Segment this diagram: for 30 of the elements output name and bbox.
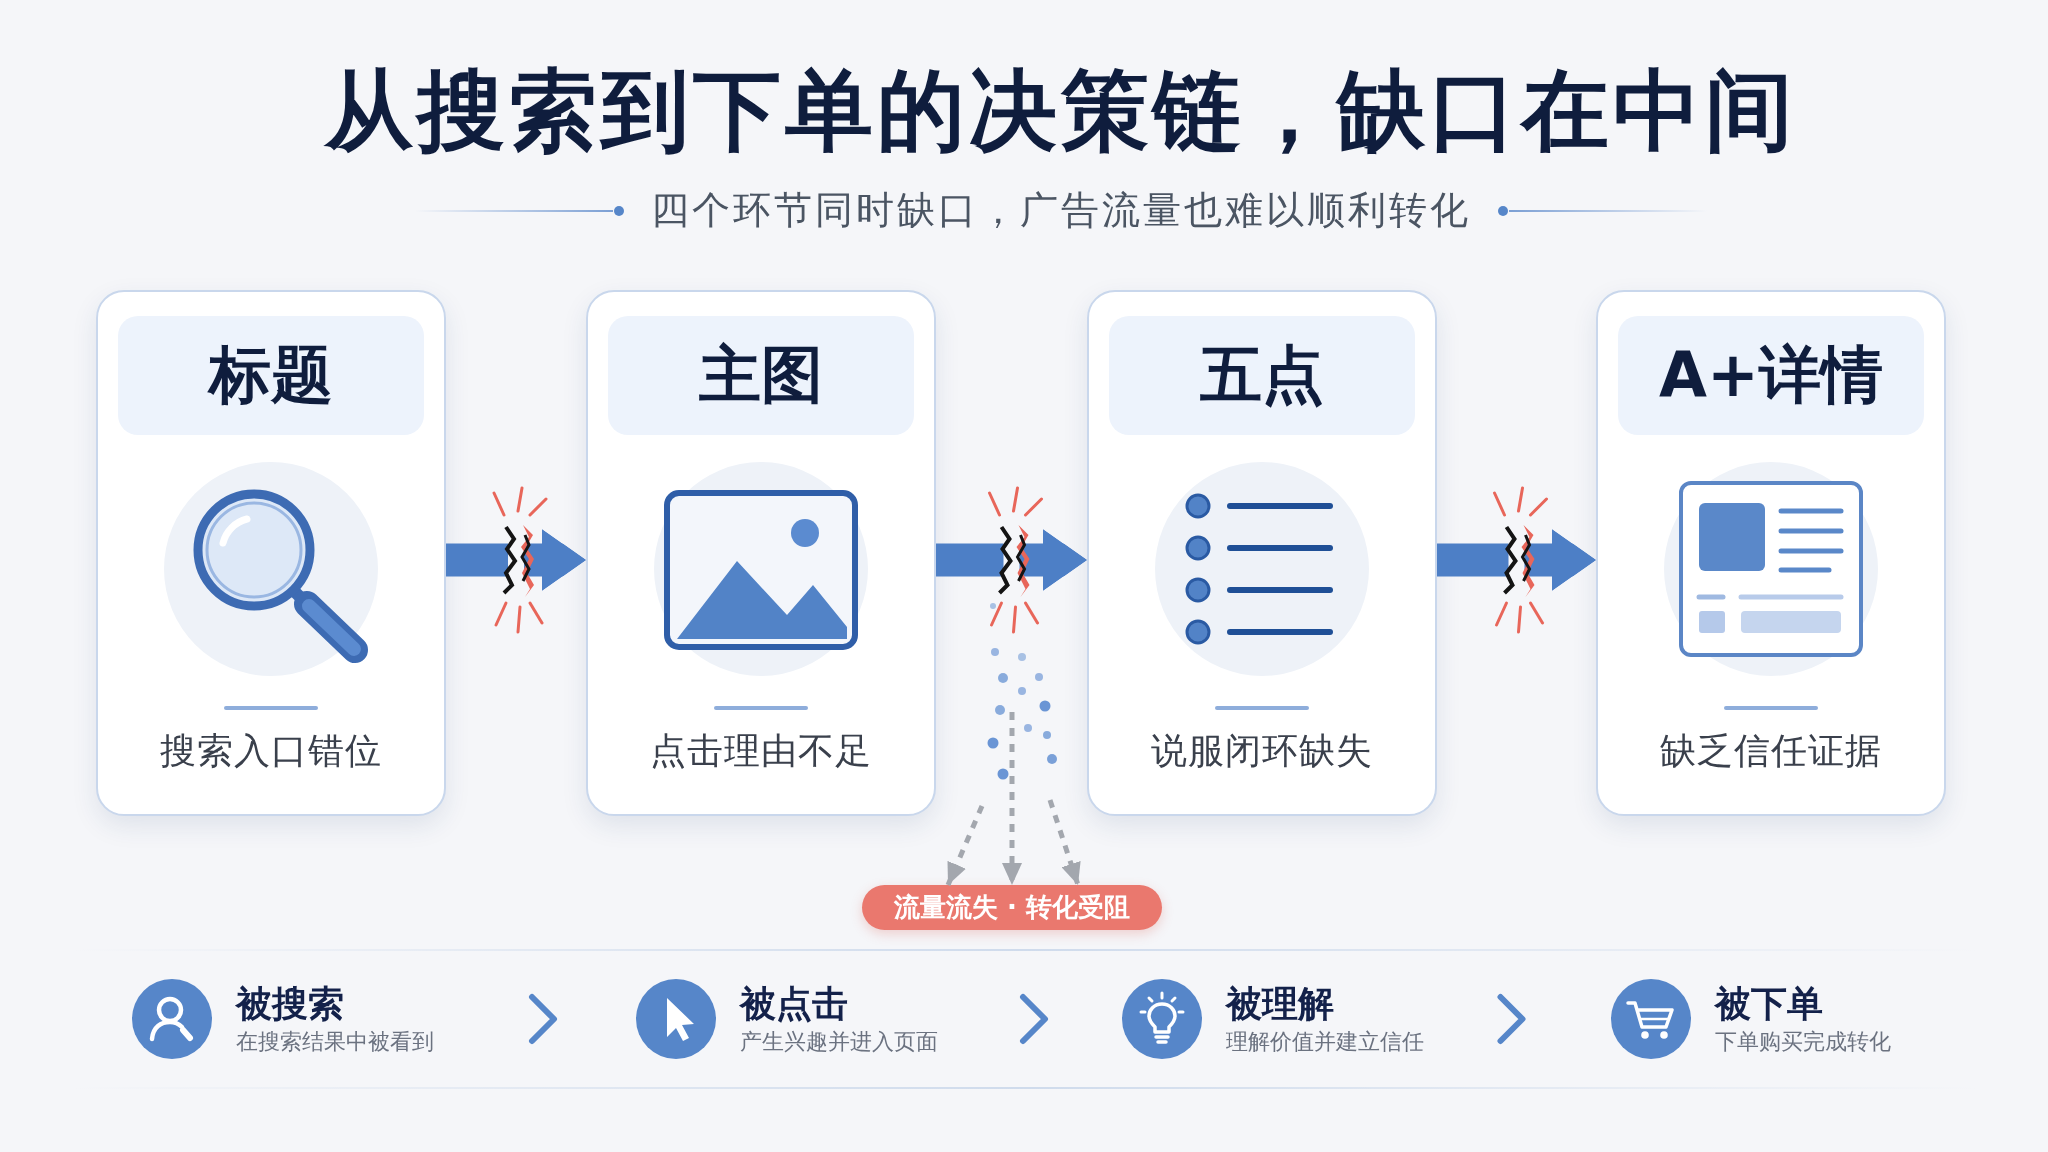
broken-arrow — [446, 529, 586, 591]
card-title: 标题 — [209, 338, 333, 413]
step-title: 被点击 — [740, 981, 849, 1025]
card-title: 五点 — [1200, 338, 1324, 413]
dashed-arrow — [1002, 712, 1022, 885]
step-title: 被理解 — [1226, 981, 1335, 1025]
step-title: 被搜索 — [236, 981, 345, 1025]
step-description: 下单购买完成转化 — [1715, 1027, 1891, 1056]
dashed-arrow — [1047, 799, 1081, 886]
problem-text: 点击理由不足 — [650, 729, 872, 773]
problem-text: 说服闭环缺失 — [1151, 729, 1373, 773]
card — [1087, 290, 1437, 816]
problem-text: 缺乏信任证据 — [1660, 729, 1882, 773]
warning-text: 流量流失 · 转化受阻 — [894, 891, 1130, 924]
problem-text: 搜索入口错位 — [160, 729, 382, 773]
step-description: 在搜索结果中被看到 — [236, 1027, 434, 1056]
broken-arrow — [1437, 529, 1596, 591]
card — [96, 290, 446, 816]
step-title: 被下单 — [1715, 981, 1824, 1025]
warning-pill — [862, 885, 1162, 930]
step-description: 理解价值并建立信任 — [1226, 1027, 1424, 1056]
subtitle: 四个环节同时缺口，广告流量也难以顺利转化 — [651, 187, 1471, 234]
step-description: 产生兴趣并进入页面 — [740, 1027, 938, 1056]
card-title: A+详情 — [1659, 338, 1883, 413]
broken-arrow — [936, 529, 1087, 591]
card-title: 主图 — [699, 338, 823, 413]
card — [586, 290, 936, 816]
card — [1596, 290, 1946, 816]
dashed-arrow — [945, 805, 985, 886]
page-title: 从搜索到下单的决策链，缺口在中间 — [325, 58, 1797, 164]
